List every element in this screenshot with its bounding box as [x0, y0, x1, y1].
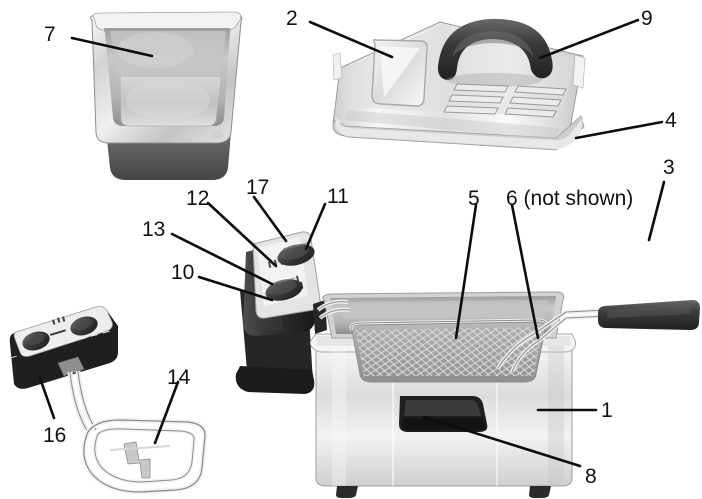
callout-label-3: 3: [663, 156, 675, 179]
callout-label-6: 6 (not shown): [506, 187, 634, 210]
callout-label-17: 17: [246, 176, 270, 199]
oil-pan-part: [90, 11, 243, 180]
fryer-unit: [235, 231, 700, 498]
callout-label-14: 14: [167, 366, 191, 389]
callout-label-9: 9: [641, 7, 653, 30]
heating-element-part: [9, 306, 208, 495]
leader-lines: [38, 18, 666, 468]
callout-label-1: 1: [601, 399, 613, 422]
lid-part: [332, 18, 586, 151]
callout-label-7: 7: [44, 23, 56, 46]
callout-label-12: 12: [186, 187, 210, 210]
callout-label-5: 5: [468, 187, 480, 210]
callout-label-8: 8: [585, 465, 597, 488]
callout-label-13: 13: [142, 218, 166, 241]
callout-label-10: 10: [171, 261, 195, 284]
callout-label-4: 4: [665, 109, 677, 132]
callout-label-16: 16: [43, 424, 67, 447]
callout-label-2: 2: [286, 7, 298, 30]
callout-label-11: 11: [327, 185, 349, 208]
